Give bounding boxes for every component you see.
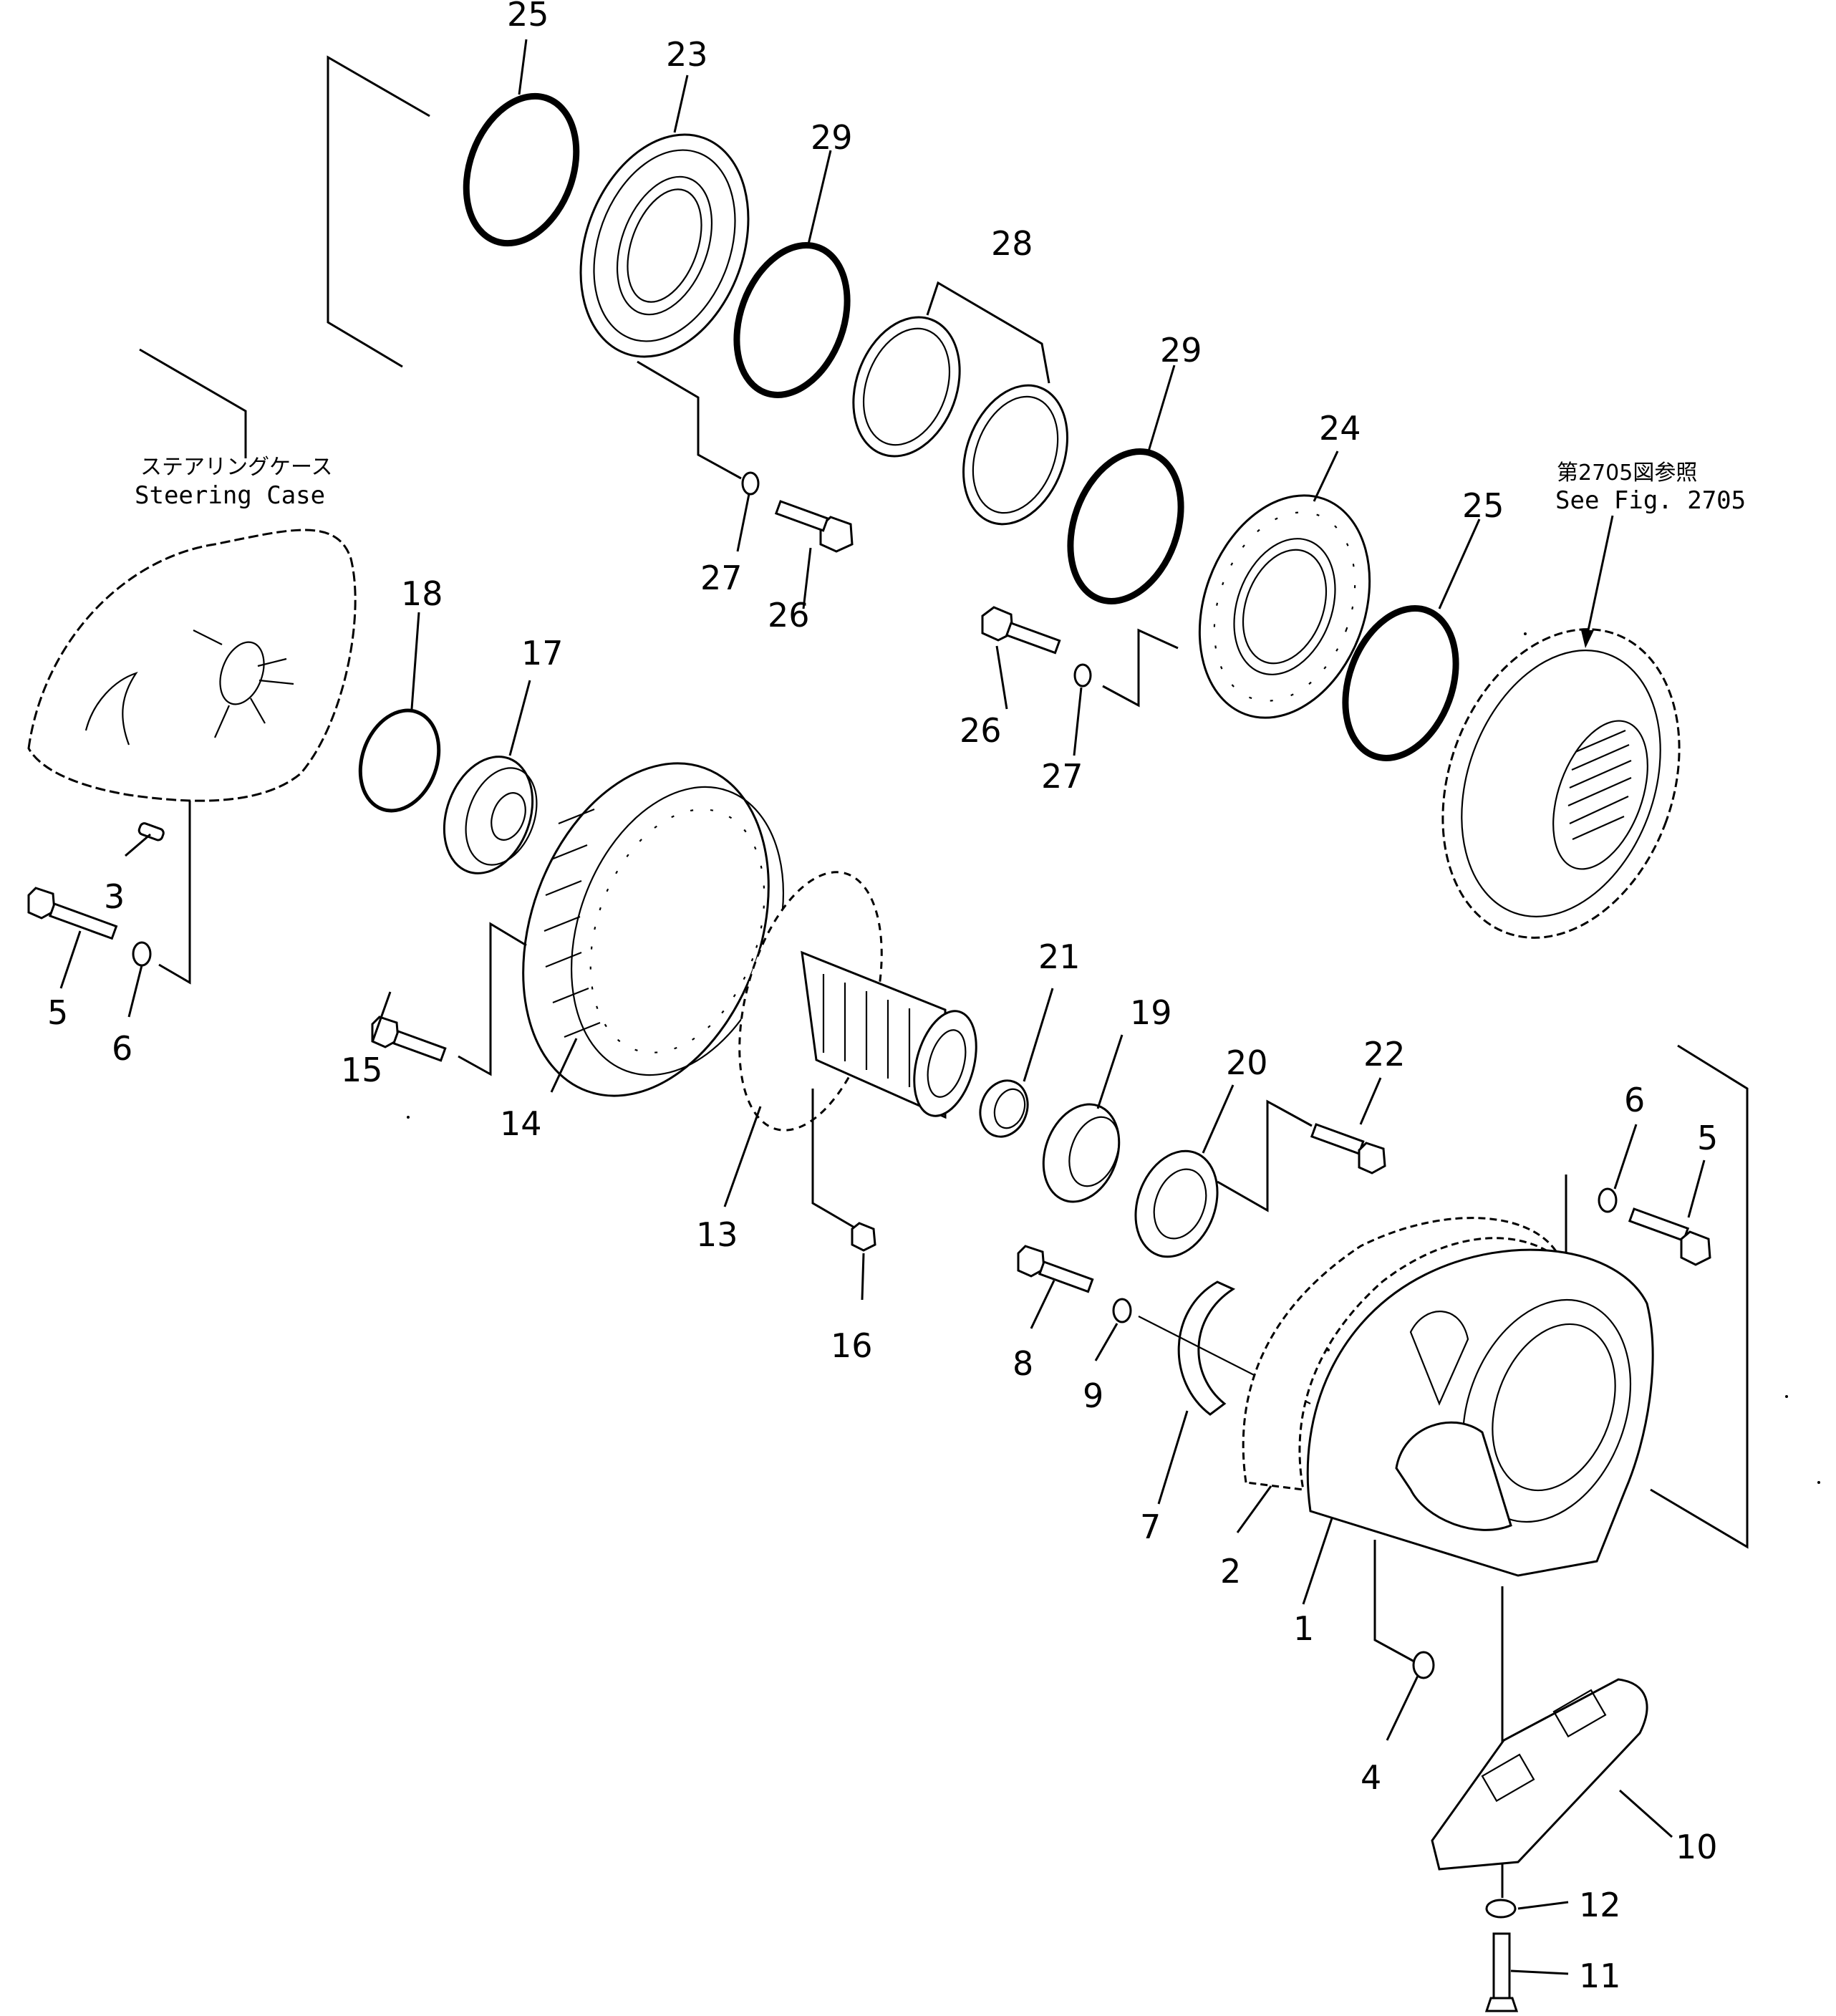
callout-14: 14 — [500, 1104, 542, 1143]
plate-7 — [1177, 1281, 1236, 1416]
callout-leaders — [59, 39, 1706, 1975]
callout-5-left: 5 — [47, 993, 68, 1032]
o-ring-29-lower — [1067, 448, 1184, 604]
hub-13 — [738, 871, 977, 1132]
nut-16 — [851, 1222, 876, 1252]
see-fig-leader — [1587, 515, 1614, 631]
final-drive-cover — [1441, 628, 1681, 939]
dowel-pin-3 — [137, 822, 165, 841]
bolt-26-top — [774, 500, 854, 553]
steering-case-label-en: Steering Case — [135, 481, 325, 510]
callout-23: 23 — [666, 35, 708, 74]
retainer-plate-20 — [1134, 1149, 1219, 1258]
seal-21 — [979, 1079, 1029, 1138]
callout-15: 15 — [341, 1051, 383, 1089]
callout-8: 8 — [1013, 1344, 1033, 1383]
callout-28: 28 — [991, 224, 1033, 263]
leader-ring-gear-bolt — [458, 922, 527, 1076]
plug-4 — [1412, 1651, 1435, 1679]
callout-12: 12 — [1579, 1886, 1621, 1924]
o-ring-25-top — [463, 92, 580, 247]
snap-ring-18 — [358, 708, 441, 813]
callout-25-right: 25 — [1462, 486, 1504, 525]
callout-29-lower: 29 — [1160, 331, 1202, 370]
callout-numbers: 25 23 29 28 29 24 25 27 26 26 27 18 17 3… — [47, 0, 1718, 1995]
leader-hub-nut — [811, 1089, 856, 1230]
bolt-5-left — [27, 887, 118, 940]
callout-25-top: 25 — [507, 0, 549, 34]
callout-6-left: 6 — [112, 1029, 132, 1068]
washer-27-top — [741, 471, 760, 496]
leader-bearing-bolt — [637, 360, 742, 480]
callout-27-top: 27 — [700, 559, 743, 597]
callout-21: 21 — [1038, 937, 1081, 976]
leader-plate-bolt — [1217, 1099, 1313, 1212]
retainer-24 — [1198, 494, 1371, 719]
callout-3: 3 — [104, 877, 125, 916]
callout-10: 10 — [1676, 1828, 1718, 1866]
callout-1: 1 — [1293, 1609, 1314, 1648]
callout-22: 22 — [1363, 1035, 1406, 1074]
callout-16: 16 — [831, 1326, 873, 1365]
callout-2: 2 — [1220, 1552, 1241, 1591]
scan-specks — [407, 632, 1820, 1484]
callout-26-top: 26 — [768, 596, 810, 635]
callout-29-upper: 29 — [811, 118, 853, 157]
bearing-23 — [579, 133, 750, 358]
steering-case — [27, 529, 357, 802]
bolt-15 — [371, 1016, 447, 1062]
bolt-8 — [1017, 1245, 1094, 1293]
final-drive-housing-1 — [1306, 1248, 1654, 1577]
o-ring-25-right — [1342, 605, 1459, 761]
callout-4: 4 — [1361, 1758, 1381, 1797]
bearing-17 — [443, 756, 538, 874]
callout-13: 13 — [696, 1215, 738, 1254]
callout-17: 17 — [521, 634, 564, 672]
bolt-22 — [1310, 1123, 1386, 1175]
washer-12 — [1485, 1899, 1517, 1919]
washer-6-right — [1598, 1187, 1618, 1213]
steering-case-label-jp: ステアリングケース — [140, 455, 333, 480]
callout-20: 20 — [1226, 1043, 1268, 1082]
bolt-5-right — [1628, 1207, 1711, 1266]
callout-9: 9 — [1083, 1376, 1103, 1415]
callout-7: 7 — [1140, 1508, 1161, 1546]
leader-retainer-bolt — [1102, 628, 1179, 708]
callout-26-mid: 26 — [960, 711, 1002, 750]
callout-6-right: 6 — [1624, 1081, 1645, 1119]
see-fig-label-en: See Fig. 2705 — [1555, 486, 1746, 515]
callout-27-mid: 27 — [1041, 757, 1083, 796]
bracket-10 — [1431, 1678, 1648, 1871]
see-fig-label-jp: 第2705図参照 — [1557, 460, 1697, 486]
callout-24: 24 — [1319, 409, 1361, 448]
callout-5-right: 5 — [1697, 1119, 1718, 1157]
washer-6-left — [132, 941, 152, 967]
washer-27-mid — [1073, 663, 1092, 688]
bearing-19 — [1042, 1103, 1121, 1203]
washer-9 — [1112, 1298, 1132, 1323]
bolt-26-mid — [981, 606, 1061, 655]
callout-19: 19 — [1130, 993, 1172, 1032]
o-ring-29-upper — [733, 242, 851, 398]
shim-28-b — [962, 384, 1068, 526]
callout-11: 11 — [1579, 1957, 1621, 1995]
callout-18: 18 — [401, 574, 443, 613]
see-fig-arrowhead — [1581, 630, 1594, 648]
leader-housing-plug — [1373, 1540, 1415, 1663]
shim-28-a — [852, 316, 961, 458]
bolt-11 — [1484, 1932, 1519, 2012]
